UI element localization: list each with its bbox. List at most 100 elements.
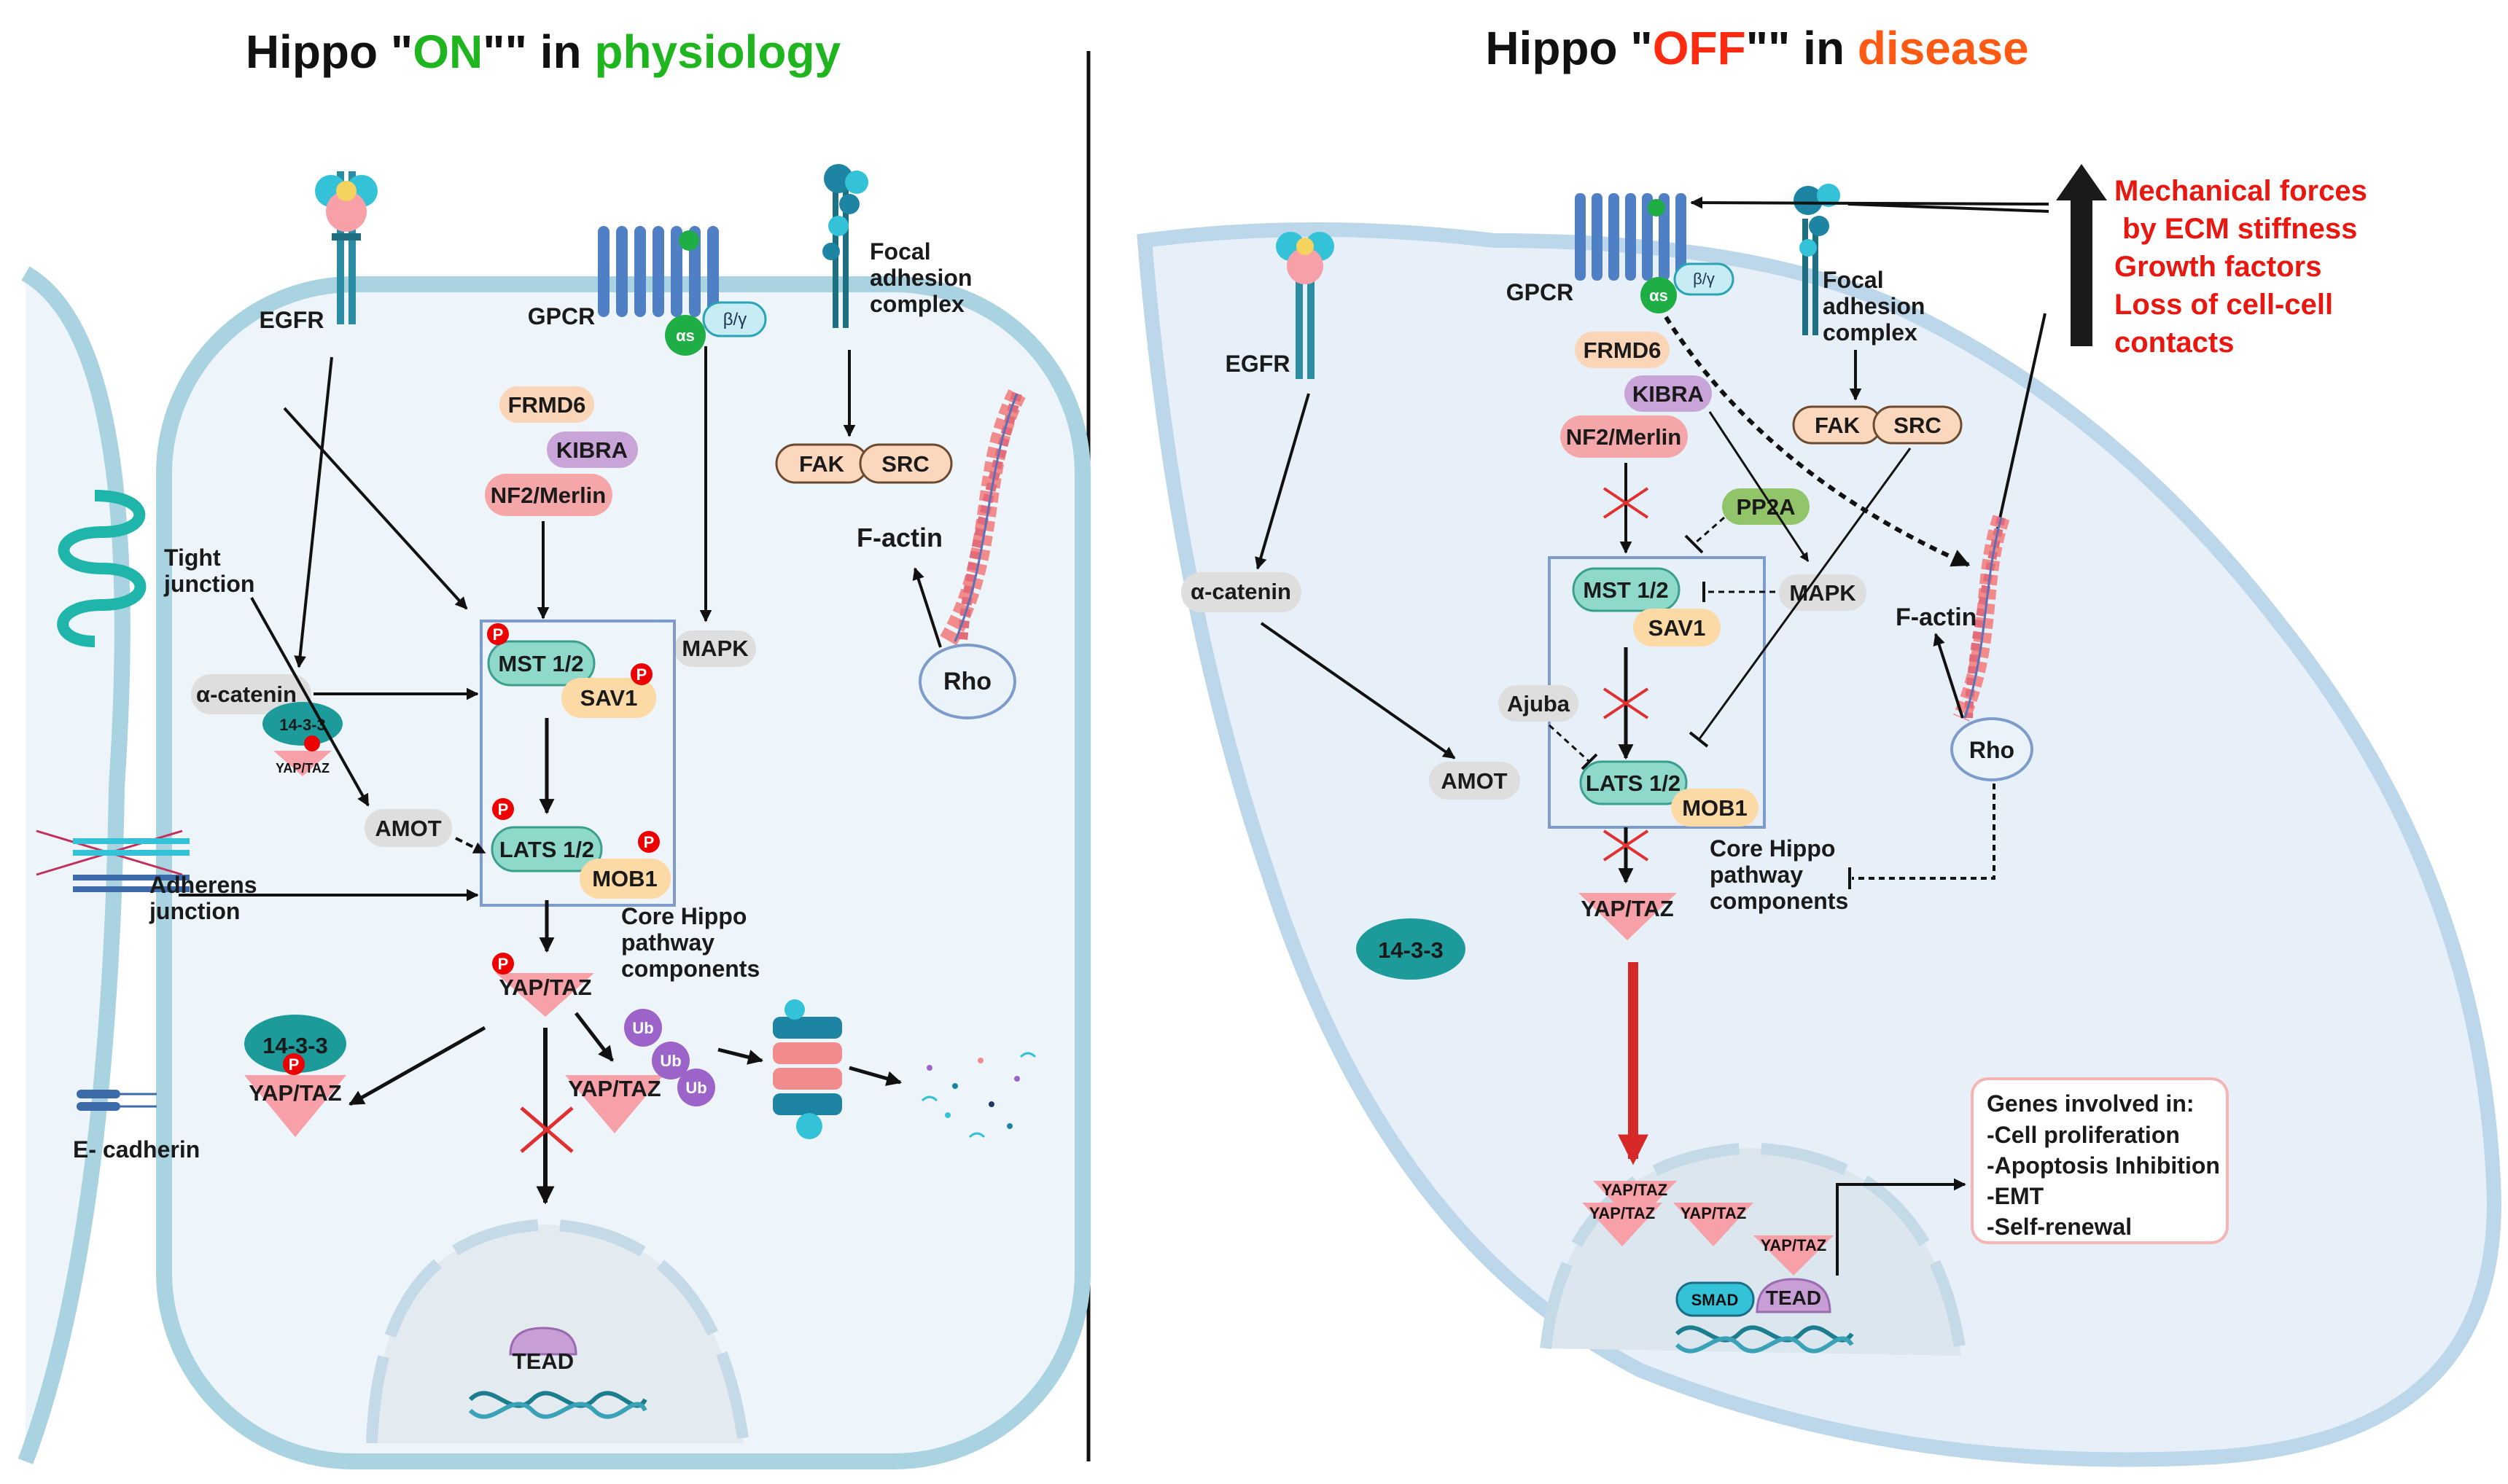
svg-text:KIBRA: KIBRA <box>1632 381 1704 407</box>
yap-taz-sequestered-icon <box>244 1075 346 1137</box>
svg-text:FRMD6: FRMD6 <box>1584 337 1662 363</box>
gpcr-right-label: GPCR <box>1506 279 1573 305</box>
phospho-yap <box>492 953 514 975</box>
svg-text:SRC: SRC <box>1893 413 1941 438</box>
svg-text:YAP/TAZ: YAP/TAZ <box>1589 1204 1655 1222</box>
svg-text:Ub: Ub <box>632 1019 653 1037</box>
phospho-mst <box>487 623 509 645</box>
proteasome-icon <box>773 999 842 1139</box>
14-3-3-right-icon <box>1356 918 1465 980</box>
rho-node <box>919 644 1016 719</box>
egfr-right-label: EGFR <box>1226 351 1290 377</box>
14-3-3-small-icon <box>262 702 343 746</box>
mst12-right-node <box>1572 567 1681 612</box>
svg-text:YAP/TAZ: YAP/TAZ <box>1761 1236 1826 1254</box>
dna-right-icon <box>1675 1325 1854 1343</box>
fak-label: FAK <box>799 451 845 477</box>
gpcr-right-icon <box>1575 193 1686 281</box>
sav1-node <box>561 678 656 718</box>
ubiquitin-icon <box>624 1009 662 1047</box>
nucleus: TEAD <box>366 1218 749 1445</box>
svg-text:Ub: Ub <box>685 1079 706 1097</box>
svg-text:YAP/TAZ: YAP/TAZ <box>1602 1181 1667 1199</box>
nf2-merlin-node <box>485 474 612 516</box>
gpcr-label: GPCR <box>528 303 595 329</box>
svg-text:Ub: Ub <box>660 1052 681 1070</box>
nf2-merlin-label: NF2/Merlin <box>491 483 606 508</box>
14-3-3-large-icon <box>244 1015 346 1073</box>
sav1-label: SAV1 <box>580 685 638 711</box>
egfr-label: EGFR <box>260 307 324 333</box>
frmd6-label: FRMD6 <box>508 392 586 418</box>
svg-text:YAP/TAZ: YAP/TAZ <box>1681 1204 1746 1222</box>
f-actin-right-icon <box>1952 515 2010 722</box>
alpha-catenin-label: α-catenin <box>196 682 297 707</box>
f-actin-filament-icon <box>939 389 1026 647</box>
svg-text:α-catenin: α-catenin <box>1191 579 1291 604</box>
genes-title: Genes involved in: <box>1987 1090 2194 1117</box>
svg-text:P: P <box>289 1055 300 1074</box>
amot-node <box>365 809 452 847</box>
mst12-label: MST 1/2 <box>498 651 583 676</box>
svg-text:Ajuba: Ajuba <box>1507 691 1570 716</box>
src-node <box>859 443 953 484</box>
g-beta-gamma-subunit <box>702 301 767 337</box>
blocked-x-lats <box>1602 829 1649 862</box>
g-alpha-subunit <box>665 315 706 356</box>
amot-right-node <box>1429 762 1520 800</box>
svg-text:TEAD: TEAD <box>1766 1286 1821 1309</box>
dna-icon <box>468 1391 647 1408</box>
focal-adhesion-right-icon <box>1794 184 1840 335</box>
svg-text:P: P <box>644 833 655 851</box>
adherens-junction-icon <box>36 829 190 892</box>
svg-text:YAP/TAZ: YAP/TAZ <box>249 1080 342 1106</box>
yap-taz-ubiquitinated-icon <box>565 1075 663 1133</box>
f-actin-right-label: F-actin <box>1896 604 1977 631</box>
mapk-label: MAPK <box>682 636 749 661</box>
kibra-label: KIBRA <box>556 437 628 463</box>
svg-text:YAP/TAZ: YAP/TAZ <box>276 761 330 776</box>
yap-taz-label: YAP/TAZ <box>499 975 592 1000</box>
mst12-node <box>487 640 596 687</box>
gene-item: -Cell proliferation <box>1987 1122 2180 1148</box>
core-hippo-box <box>480 620 676 907</box>
svg-text:MAPK: MAPK <box>1789 580 1856 606</box>
svg-text:P: P <box>498 800 509 819</box>
gene-item: -Apoptosis Inhibition <box>1987 1152 2220 1179</box>
gpcr-icon <box>598 226 719 317</box>
g-alpha-right <box>1640 277 1677 313</box>
neighbor-cell-membrane <box>17 266 131 1464</box>
e-cadherin-icon <box>77 1090 157 1111</box>
yap-taz-right-icon <box>1578 893 1677 940</box>
blocked-x-mst <box>1602 687 1649 719</box>
phospho-mob <box>638 831 660 853</box>
svg-text:SMAD: SMAD <box>1691 1291 1739 1309</box>
svg-text:β/γ: β/γ <box>1693 270 1715 288</box>
frmd6-right-node <box>1575 332 1670 368</box>
left-panel-title: Hippo "ON"" in physiology <box>246 26 841 78</box>
g-beta-gamma-label: β/γ <box>723 310 747 329</box>
mob1-label: MOB1 <box>592 866 658 891</box>
left-panel: TEAD EGFR GPCR αs <box>17 164 1091 1469</box>
svg-text:YAP/TAZ: YAP/TAZ <box>568 1076 661 1101</box>
svg-text:14-3-3: 14-3-3 <box>1378 937 1444 963</box>
mapk-right-node <box>1779 574 1866 611</box>
yap-taz-nuclear-4 <box>1753 1235 1834 1276</box>
gene-item: -Self-renewal <box>1987 1214 2132 1240</box>
alpha-catenin-right-node <box>1181 572 1301 612</box>
tead-label: TEAD <box>513 1348 574 1374</box>
degraded-peptides-icon <box>921 1052 1037 1139</box>
e-cadherin-label: E- cadherin <box>73 1136 200 1163</box>
svg-text:SAV1: SAV1 <box>1648 615 1706 641</box>
blocked-x-icon <box>520 1106 574 1153</box>
mob1-right-node <box>1671 789 1759 827</box>
g-alpha-label: αs <box>676 327 695 345</box>
blocked-x-nf2 <box>1602 487 1649 519</box>
svg-text:Rho: Rho <box>1969 737 2014 763</box>
egfr-receptor-right-icon <box>1276 232 1334 379</box>
